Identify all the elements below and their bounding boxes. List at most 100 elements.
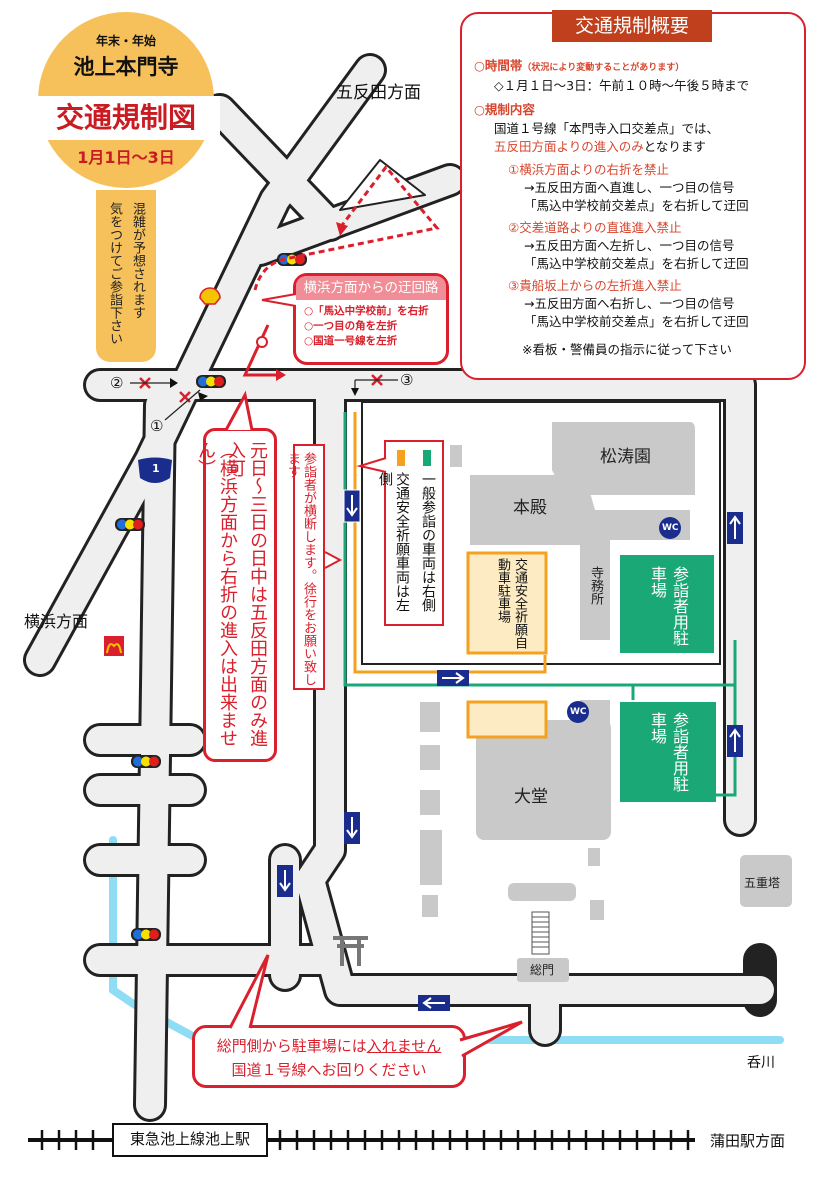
wc-icon-2 <box>567 701 589 723</box>
label-jimusho: 寺務所 <box>588 566 603 605</box>
somon-note-line-2: 国道１号線へお回りください <box>231 1061 427 1079</box>
detour-route <box>253 164 440 291</box>
building-small-1 <box>450 445 462 467</box>
label-shotoen: 松涛園 <box>600 447 651 467</box>
rule-line-2: 五反田方面よりの進入のみとなります <box>494 139 706 155</box>
label-visitor-parking-north: 参詣者用駐車場 <box>648 566 689 646</box>
one-way-sign-up-1 <box>727 512 743 544</box>
wc-label-2: WC <box>570 707 587 717</box>
label-yokohama: 横浜方面 <box>24 612 89 631</box>
building-shotoen <box>552 422 695 495</box>
lane-legend: 一般参詣の車両は右側 交通安全祈願車両は左側 <box>377 440 444 626</box>
detour-header: 横浜方面からの迂回路 <box>296 276 446 300</box>
mcdonalds-icon <box>104 636 124 656</box>
detour-callout: 横浜方面からの迂回路 ○「馬込中学校前」を右折 ○一つ目の角を左折 ○国道一号線… <box>293 273 449 365</box>
summary-header: 交通規制概要 <box>552 10 712 42</box>
shell-station-icon <box>199 287 221 305</box>
legend-general-label: 一般参詣の車両は右側 <box>420 472 436 612</box>
somon-note-line-1: 総門側から駐車場には入れません <box>195 1034 463 1058</box>
wc-icon-1 <box>659 517 681 539</box>
marker-1: ① <box>150 417 164 435</box>
one-way-sign-up-2 <box>727 725 743 757</box>
building-honden <box>470 475 690 640</box>
new-year-note-line-2: （横浜方面から右折の進入は出来ません） <box>195 441 238 747</box>
rule-item-1-detail-2: 「馬込中学校前交差点」を右折して迂回 <box>524 198 749 213</box>
rule-item-2-heading: ②交差道路よりの直進進入禁止 <box>508 220 682 235</box>
title-badge: 年末・年始 池上本門寺 交通規制図 1月1日～3日 <box>32 12 220 202</box>
congestion-warning: 混雑が予想されます 気をつけてご参詣下さい <box>96 190 156 362</box>
rule-line-2-rest: となります <box>643 139 706 154</box>
rule-item-2-detail-1: →五反田方面へ左折し、一つ目の信号 <box>524 238 735 253</box>
visitor-parking-south <box>620 702 716 802</box>
traffic-light-3 <box>115 518 145 531</box>
rule-item-3-detail-1: →五反田方面へ右折し、一つ目の信号 <box>524 296 735 311</box>
route-1-shield-icon <box>138 457 172 483</box>
summary-footer: ※看板・警備員の指示に従って下さい <box>522 342 732 357</box>
detour-step-1: ○「馬込中学校前」を右折 <box>304 305 429 317</box>
badge-subtitle: 年末・年始 <box>95 34 156 48</box>
label-somon: 総門 <box>530 963 555 977</box>
somon-note-emphasis: 入れません <box>366 1037 442 1055</box>
new-year-entry-callout: 元日～三日の日中は五反田方面のみ進入可 （横浜方面から右折の進入は出来ません） <box>195 428 277 762</box>
one-way-sign-down-1 <box>343 489 361 523</box>
label-daido: 大堂 <box>514 787 548 807</box>
wc-label-1: WC <box>662 523 679 533</box>
rule-item-2-detail-2: 「馬込中学校前交差点」を右折して迂回 <box>524 256 749 271</box>
detour-step-3: ○国道一号線を左折 <box>304 335 398 347</box>
somon-gate-callout: 総門側から駐車場には入れません 国道１号線へお回りください <box>192 1025 466 1088</box>
one-way-sign-left <box>418 995 450 1011</box>
label-visitor-parking-south: 参詣者用駐車場 <box>648 712 689 792</box>
building-gojunoto <box>740 855 792 907</box>
label-gojunoto: 五重塔 <box>744 876 781 890</box>
entry-arrow <box>242 324 280 377</box>
traffic-light-5 <box>131 928 161 941</box>
label-honden: 本殿 <box>513 498 547 518</box>
legend-safety-label: 交通安全祈願車両は左側 <box>377 472 410 612</box>
warning-line-2: 気をつけてご参詣下さい <box>107 202 122 345</box>
safety-parking-lot <box>466 551 548 655</box>
rule-item-1-heading: ①横浜方面よりの右折を禁止 <box>508 162 669 177</box>
rule-line-2-emphasis: 五反田方面よりの進入のみ <box>494 139 644 154</box>
route-number: 1 <box>152 462 160 475</box>
regulation-summary-panel: 交通規制概要 ○時間帯（状況により変動することがあります） ◇１月１日～3日：午… <box>460 10 806 380</box>
marker-3: ③ <box>400 371 414 389</box>
time-heading: ○時間帯（状況により変動することがあります） <box>474 58 684 76</box>
safety-parking-lot-2 <box>466 700 548 739</box>
buildings <box>420 422 792 982</box>
rule-item-3-heading: ③貴船坂上からの左折進入禁止 <box>508 278 682 293</box>
time-value: ◇１月１日～3日：午前１０時～午後５時まで <box>494 78 750 93</box>
ikegami-station: 東急池上線池上駅 <box>112 1123 268 1157</box>
badge-dates: 1月1日～3日 <box>77 148 175 167</box>
one-way-sign-down-3 <box>277 865 293 897</box>
building-daido <box>476 720 611 840</box>
visitor-parking-north <box>620 555 714 653</box>
crossing-note-text: 参詣者が横断します。徐行をお願い致します <box>285 452 316 686</box>
marker-2: ② <box>110 374 124 392</box>
legend-swatch-general <box>423 450 431 466</box>
badge-band <box>32 96 220 140</box>
warning-line-1: 混雑が予想されます <box>130 202 145 319</box>
time-heading-text: ○時間帯 <box>474 58 523 73</box>
stairs <box>531 911 550 955</box>
badge-temple-name: 池上本門寺 <box>73 55 179 79</box>
label-river: 呑川 <box>747 1055 775 1071</box>
traffic-light-2 <box>196 375 226 388</box>
building-somon <box>517 958 569 982</box>
legend-swatch-safety <box>397 450 405 466</box>
one-way-sign-down-2 <box>344 812 360 844</box>
one-way-sign-right <box>437 670 469 686</box>
label-kamata: 蒲田駅方面 <box>710 1132 786 1150</box>
pedestrian-crossing-note: 参詣者が横断します。徐行をお願い致します <box>285 444 325 690</box>
rule-item-3-detail-2: 「馬込中学校前交差点」を右折して迂回 <box>524 314 749 329</box>
rule-line-1: 国道１号線「本門寺入口交差点」では、 <box>494 121 720 136</box>
label-safety-parking: 交通安全祈願自動車駐車場 <box>495 558 527 649</box>
torii-icon <box>333 936 368 966</box>
label-gotanda: 五反田方面 <box>336 83 421 103</box>
page-title: 交通規制図 <box>55 101 196 134</box>
time-note: （状況により変動することがあります） <box>522 63 685 73</box>
traffic-light-4 <box>131 755 161 768</box>
new-year-note-line-1: 元日～三日の日中は五反田方面のみ進入可 <box>225 441 268 747</box>
detour-step-2: ○一つ目の角を左折 <box>304 320 398 332</box>
rule-item-1-detail-1: →五反田方面へ直進し、一つ目の信号 <box>524 180 735 195</box>
somon-note-prefix: 総門側から駐車場には <box>216 1037 367 1055</box>
